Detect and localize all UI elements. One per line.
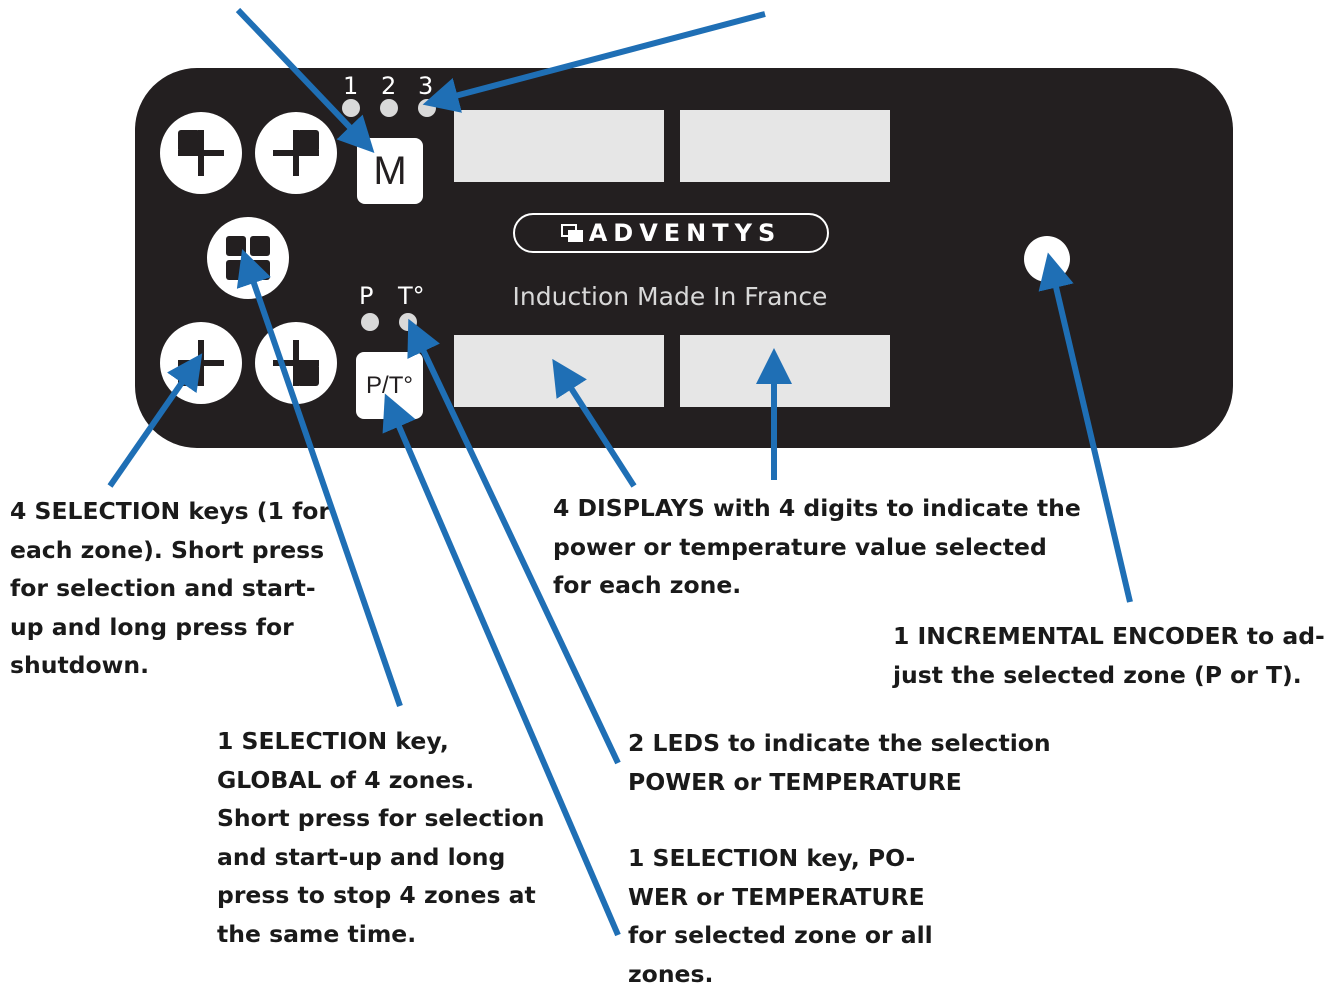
led-number-1: 1 <box>343 72 359 100</box>
callout-encoder: 1 INCREMENTAL ENCODER to ad- just the se… <box>893 622 1325 689</box>
mode-led-3 <box>418 99 436 117</box>
mode-led-2 <box>380 99 398 117</box>
power-temperature-key[interactable]: P/T° <box>356 352 423 419</box>
temperature-led-label: T° <box>398 282 425 310</box>
brand-mark-icon <box>560 224 583 242</box>
display-zone-4 <box>680 335 890 407</box>
display-zone-1 <box>454 110 664 182</box>
global-selection-key[interactable] <box>207 217 289 299</box>
zone-top-left-icon <box>178 130 224 176</box>
display-zone-3 <box>454 335 664 407</box>
led-number-3: 3 <box>418 72 434 100</box>
callout-selection-keys: 4 SELECTION keys (1 for each zone). Shor… <box>10 497 331 679</box>
tagline: Induction Made In France <box>512 282 828 311</box>
temperature-led <box>399 313 417 331</box>
incremental-encoder-knob[interactable] <box>1024 236 1070 282</box>
led-number-2: 2 <box>381 72 397 100</box>
display-zone-2 <box>680 110 890 182</box>
zone-3-selection-key[interactable] <box>160 322 242 404</box>
callout-pt-key: 1 SELECTION key, PO- WER or TEMPERATURE … <box>628 844 933 988</box>
zone-bottom-right-icon <box>273 340 319 386</box>
power-led <box>361 313 379 331</box>
callout-global-key: 1 SELECTION key, GLOBAL of 4 zones. Shor… <box>217 727 545 948</box>
zone-top-right-icon <box>273 130 319 176</box>
zone-4-selection-key[interactable] <box>255 322 337 404</box>
zone-bottom-left-icon <box>178 340 224 386</box>
brand-logo: ADVENTYS <box>513 213 829 253</box>
power-led-label: P <box>359 282 374 310</box>
callout-displays: 4 DISPLAYS with 4 digits to indicate the… <box>553 494 1081 599</box>
zone-2-selection-key[interactable] <box>255 112 337 194</box>
zone-1-selection-key[interactable] <box>160 112 242 194</box>
mode-m-key[interactable]: M <box>357 138 423 204</box>
all-zones-icon <box>226 236 270 280</box>
callout-leds: 2 LEDS to indicate the selection POWER o… <box>628 729 1051 796</box>
brand-name: ADVENTYS <box>588 219 782 247</box>
mode-led-1 <box>342 99 360 117</box>
